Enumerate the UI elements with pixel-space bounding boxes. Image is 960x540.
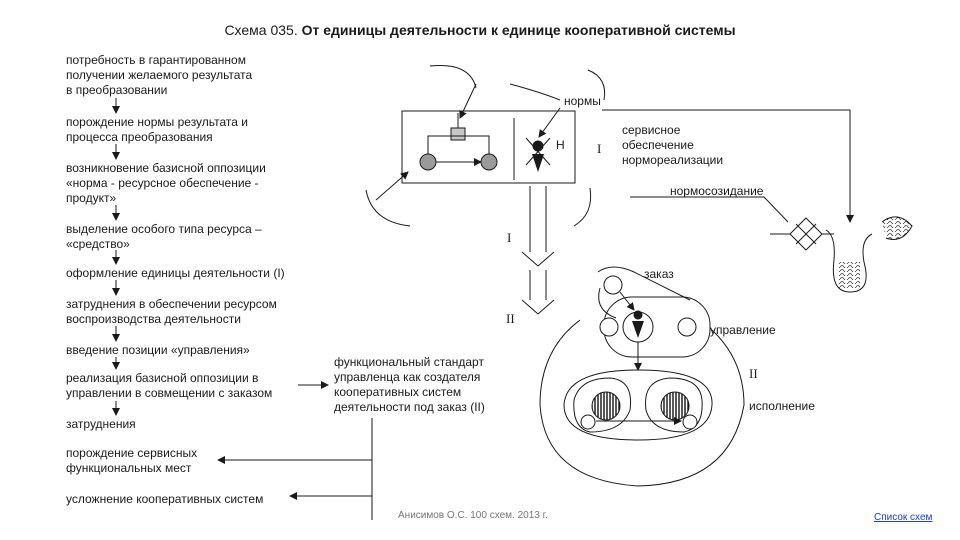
double-arrow-1 [521, 186, 555, 267]
step-10: порождение сервисных функциональных мест [66, 446, 198, 475]
label-normy: нормы [564, 94, 601, 108]
vessel-waves [838, 262, 860, 288]
curve-top-right [587, 69, 606, 101]
step-1: потребность в гарантированном получении … [66, 53, 253, 97]
step-5: оформление единицы деятельности (I) [66, 266, 285, 280]
vessel-icon [825, 229, 873, 293]
step-6: затруднения в обеспечении ресурсом воспр… [66, 297, 277, 326]
order-curve-left [598, 287, 617, 319]
norm-arrow [538, 107, 561, 138]
executor-right-lobe [645, 377, 703, 433]
title-main: От единицы деятельности к единице коопер… [301, 22, 736, 38]
product-circle-icon [480, 153, 498, 171]
resource-point-circle [599, 317, 619, 337]
step-8: реализация базисной оппозиции в управлен… [66, 371, 273, 400]
label-service: сервисное обеспечение нормореализации [622, 123, 724, 167]
label-roman-1-box: I [597, 141, 602, 156]
author-footer: Анисимов О.С. 100 схем. 2013 г. [398, 510, 548, 521]
label-n: Н [556, 138, 565, 152]
diamond-cross-b [795, 223, 817, 245]
service-line [602, 109, 854, 223]
label-ispolnenie: исполнение [749, 399, 815, 413]
step-7: введение позиции «управления» [66, 343, 250, 357]
executor-right-point [682, 414, 698, 430]
step-9: затруднения [66, 417, 136, 431]
double-arrow-2 [521, 270, 555, 315]
manager-head-icon [633, 310, 643, 320]
curve-bottom-left [365, 189, 411, 227]
executor-left-lobe [573, 377, 632, 433]
resource-circle-icon [419, 153, 437, 171]
execution-ellipse [563, 369, 713, 441]
order-arrow [619, 291, 635, 311]
scheme-list-link[interactable]: Список схем [874, 512, 933, 523]
step-3: возникновение базисной оппозиции «норма … [66, 161, 266, 205]
executor-left-hatched [591, 391, 621, 421]
label-roman-2-right: II [749, 366, 758, 381]
label-zakaz: заказ [644, 267, 674, 281]
step-11: усложнение кооперативных систем [66, 492, 264, 506]
cooperative-system-oval [539, 319, 745, 487]
normosozdanie-line [630, 196, 789, 223]
step-4: выделение особого типа ресурса – «средст… [66, 222, 262, 251]
standard-feedback-bracket [217, 418, 373, 520]
title-prefix: Схема 035. [224, 22, 298, 38]
arrow-bottom-left [375, 171, 409, 201]
activity-unit-box [401, 110, 576, 184]
actor-body-icon [532, 154, 544, 172]
page-title: Схема 035. От единицы деятельности к еди… [0, 22, 960, 38]
diamond-icon [789, 217, 823, 251]
order-curve [597, 266, 691, 301]
arrow-top-left [459, 83, 477, 119]
manager-body-icon [632, 321, 644, 338]
executor-right-hatched [660, 391, 690, 421]
actor-head-icon [532, 140, 544, 152]
label-normosozdanie: нормосозидание [670, 184, 764, 198]
label-roman-1-mid: I [507, 230, 512, 245]
curve-bottom-right [573, 187, 592, 227]
tool-square-icon [450, 127, 466, 141]
actor-cross-line-2 [525, 137, 551, 166]
label-upravlenie: управление [710, 323, 776, 337]
executor-left-point [580, 414, 596, 430]
curve-top-left [429, 64, 477, 89]
product-point-circle [677, 317, 697, 337]
cloud-waves-icon [881, 216, 913, 240]
label-roman-2-mid: II [506, 311, 515, 326]
step-2: порождение нормы результата и процесса п… [66, 115, 248, 144]
functional-standard-text: функциональный стандарт управленца как с… [334, 355, 485, 414]
customer-circle-icon [603, 275, 623, 295]
norm-holder-arrow [457, 83, 561, 180]
process-bracket [427, 135, 490, 158]
